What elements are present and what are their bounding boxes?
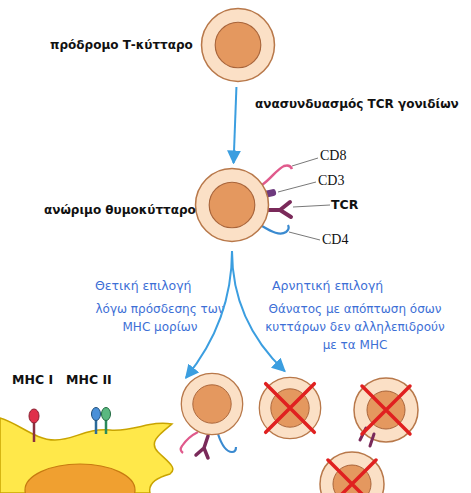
leader-lines <box>278 158 330 240</box>
cell-shape <box>258 376 322 440</box>
cell-shape <box>194 167 270 243</box>
mhc-label: MHC II <box>66 372 112 387</box>
selected-cell: Θετική επιλογήλόγω πρόσδεσης των MHC μορ… <box>180 372 244 436</box>
selection-heading: Θετική επιλογή <box>95 277 192 294</box>
selection-note: λόγω πρόσδεσης των MHC μορίων <box>95 300 225 336</box>
selection-heading: Αρνητική επιλογή <box>272 277 383 294</box>
edge-label: ανασυνδυασμός TCR γονιδίων <box>255 97 459 111</box>
dead-cell <box>320 452 384 493</box>
molecule-label: TCR <box>331 197 358 212</box>
cell-label: πρόδρομο Τ-κύτταρο <box>50 37 193 54</box>
dead-cell: Αρνητική επιλογήΘάνατος με απόπτωση όσων… <box>258 376 322 440</box>
selection-note: Θάνατος με απόπτωση όσων κυττάρων δεν αλ… <box>264 300 446 354</box>
molecule-label: CD8 <box>320 148 346 164</box>
mhc-molecules <box>29 408 111 443</box>
mhc-label: MHC I <box>12 372 53 387</box>
molecule-label: CD4 <box>322 232 348 248</box>
dendritic-cell <box>0 418 173 493</box>
flow-arrow <box>234 87 237 163</box>
cell-label: ανώριμο θυμοκύτταρο <box>44 202 196 219</box>
molecule-label: CD3 <box>318 173 344 189</box>
selected-cell-receptors <box>181 432 236 458</box>
cell-shape <box>180 372 244 436</box>
thymocyte-cell: ανώριμο θυμοκύτταρο <box>194 167 270 243</box>
precursor-cell: πρόδρομο Τ-κύτταρο <box>200 7 276 83</box>
dead-cell <box>354 378 418 446</box>
cell-shape <box>200 7 276 83</box>
